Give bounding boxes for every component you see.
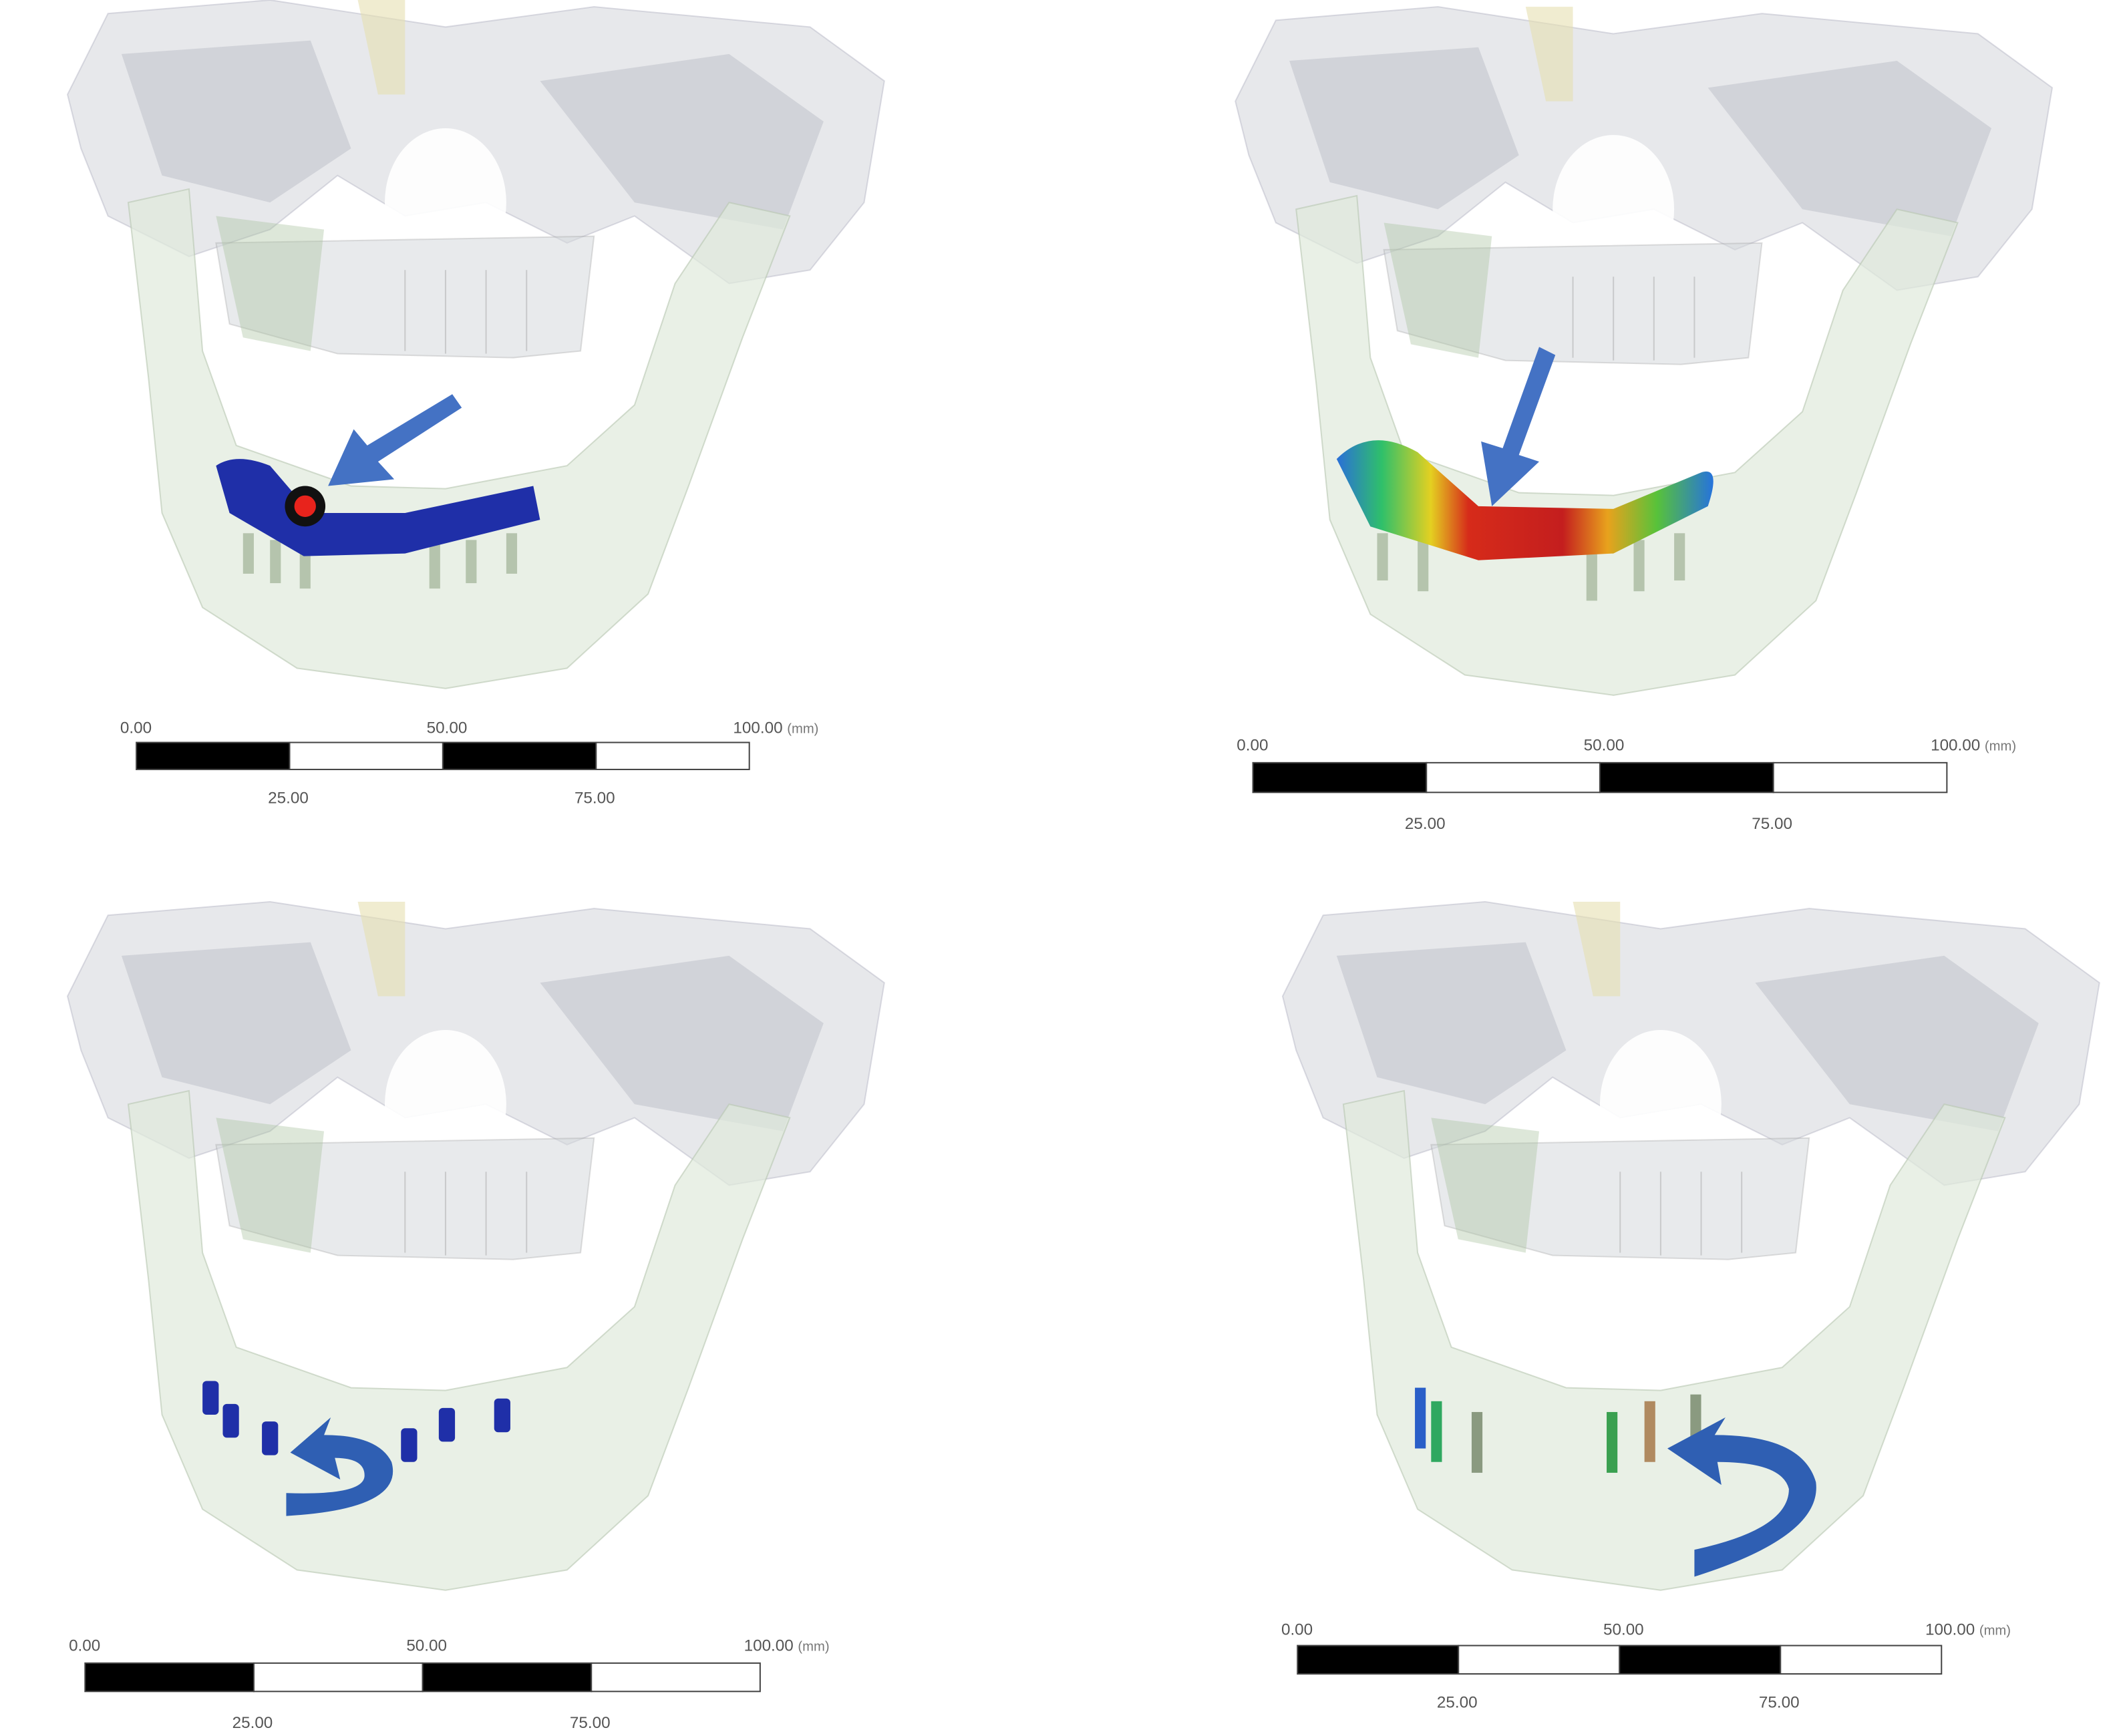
scale-segment	[1619, 1644, 1782, 1675]
scale-segment	[253, 1662, 424, 1693]
scale-unit: (mm)	[787, 721, 818, 736]
scale-label: 0.00	[120, 719, 152, 737]
scale-segment	[1599, 761, 1774, 794]
scale-unit: (mm)	[798, 1640, 829, 1655]
scale-label: 0.00	[1281, 1620, 1313, 1638]
scale-label: 25.00	[1437, 1694, 1478, 1712]
scale-segment	[289, 741, 444, 770]
scale-label: 25.00	[1405, 815, 1446, 833]
skull-model	[67, 0, 885, 689]
panel-top-left	[67, 0, 885, 689]
curved-arrow-icon	[1667, 1417, 1816, 1577]
prosthesis-bar-stress	[1336, 440, 1714, 560]
prosthesis-bar	[216, 459, 540, 556]
scale-label: 50.00	[427, 719, 468, 737]
scale-bar-bottom-left: 0.00 50.00 100.00 (mm) 25.00 75.00	[69, 1637, 829, 1732]
scale-bar-bottom-right: 0.00 50.00 100.00 (mm) 25.00 75.00	[1281, 1620, 2011, 1711]
scale-bar-top-right: 0.00 50.00 100.00 (mm) 25.00 75.00	[1237, 737, 2016, 833]
scale-segment	[1458, 1644, 1621, 1675]
scale-segment	[422, 1662, 593, 1693]
skull-model	[1235, 6, 2054, 696]
scale-label: 75.00	[575, 789, 615, 807]
scale-segment	[595, 741, 750, 770]
scale-label: 100.00	[1925, 1620, 1975, 1638]
scale-label: 100.00	[1931, 737, 1980, 755]
scale-segment	[136, 741, 291, 770]
scale-label: 25.00	[232, 1714, 273, 1732]
panel-bottom-left	[67, 901, 885, 1591]
scale-bar-top-left: 0.00 50.00 100.00 (mm) 25.00 75.00	[120, 719, 819, 807]
skull-model	[1281, 901, 2100, 1591]
scale-label: 75.00	[570, 1714, 611, 1732]
scale-label: 50.00	[1603, 1620, 1644, 1638]
scale-label: 50.00	[406, 1637, 447, 1655]
panel-bottom-right	[1281, 901, 2100, 1591]
scale-segment	[1426, 761, 1601, 794]
scale-unit: (mm)	[1985, 739, 2016, 754]
scale-segment	[1780, 1644, 1943, 1675]
scale-label: 75.00	[1752, 815, 1792, 833]
scale-label: 100.00	[733, 719, 782, 737]
scale-segment	[1252, 761, 1428, 794]
panel-top-right	[1235, 6, 2054, 696]
scale-label: 100.00	[744, 1637, 794, 1655]
arrow-icon	[1481, 347, 1556, 506]
curved-arrow-icon	[286, 1417, 393, 1516]
implants-stress	[1415, 1387, 1701, 1473]
scale-segment	[1772, 761, 1948, 794]
scale-label: 0.00	[69, 1637, 100, 1655]
scale-unit: (mm)	[1979, 1623, 2011, 1638]
scale-segment	[84, 1662, 255, 1693]
scale-label: 50.00	[1584, 737, 1625, 755]
scale-label: 0.00	[1237, 737, 1268, 755]
scale-segment	[442, 741, 597, 770]
arrow-icon	[328, 394, 462, 486]
skull-model	[67, 901, 885, 1591]
scale-segment	[1297, 1644, 1460, 1675]
implants	[202, 1381, 510, 1462]
scale-label: 25.00	[268, 789, 309, 807]
implant-posts	[242, 533, 518, 589]
scale-label: 75.00	[1759, 1694, 1800, 1712]
scale-segment	[591, 1662, 761, 1693]
